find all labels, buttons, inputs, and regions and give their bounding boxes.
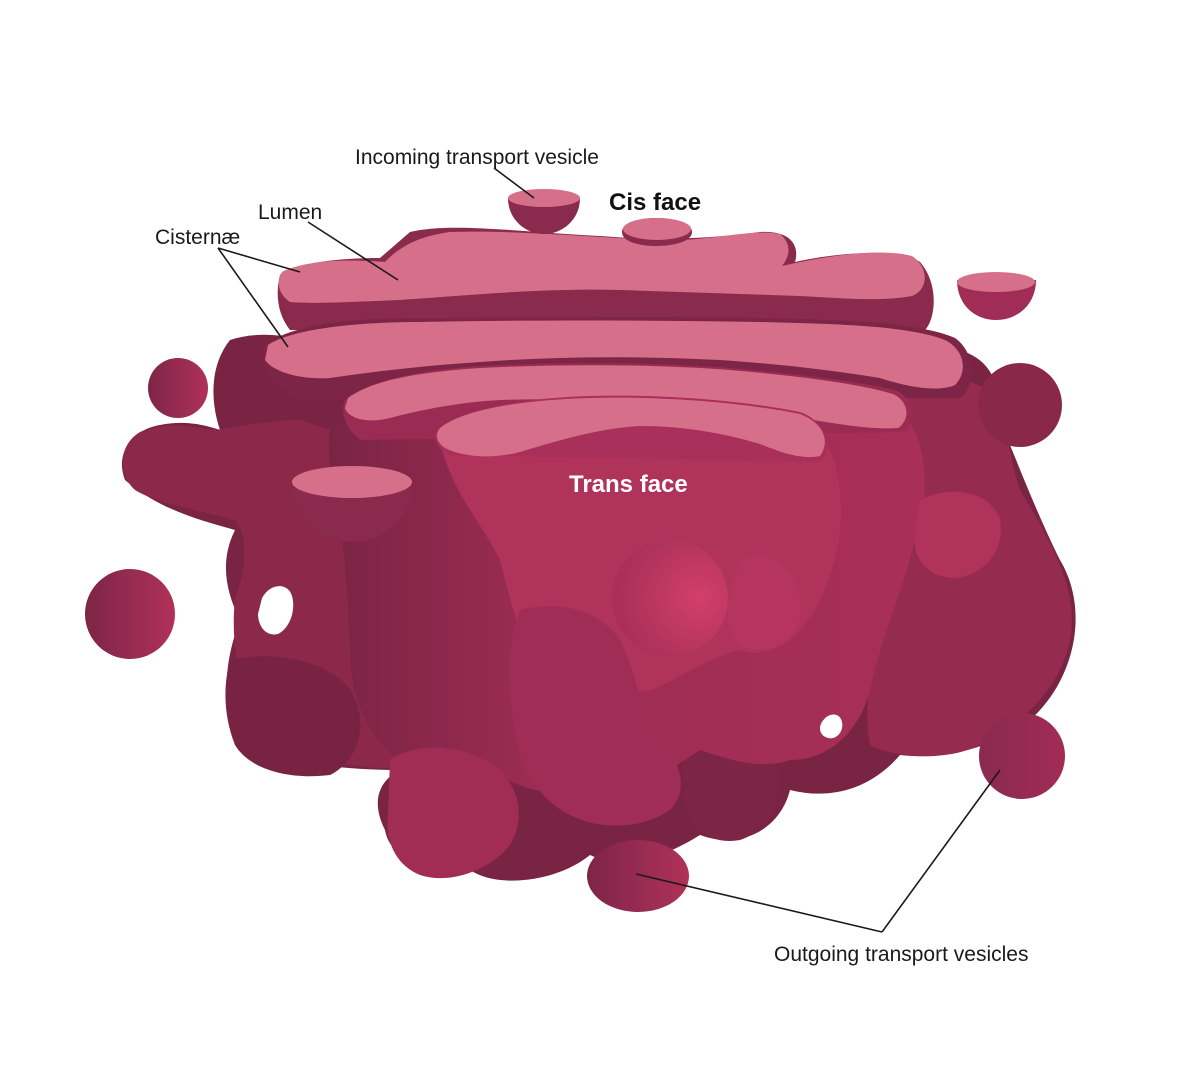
upper-right-vesicle-top <box>957 272 1035 292</box>
label-trans-face: Trans face <box>569 471 688 498</box>
cisterna-1-top <box>278 231 925 303</box>
outgoing-vesicle-right <box>979 713 1065 799</box>
center-right-bulge <box>727 555 801 650</box>
label-incoming-vesicle: Incoming transport vesicle <box>355 146 599 169</box>
labels: Incoming transport vesicle Cis face Lume… <box>155 146 1028 966</box>
left-small-vesicle <box>148 358 208 418</box>
label-cisternae: Cisternæ <box>155 226 240 249</box>
fenestration-left <box>258 586 294 635</box>
label-outgoing-vesicles: Outgoing transport vesicles <box>774 943 1028 966</box>
leader-lines <box>217 167 1001 933</box>
cis-bud-top <box>623 218 691 240</box>
body-lower-left <box>225 656 361 777</box>
leader-cisternae-1 <box>217 247 301 273</box>
right-middle-lobe <box>914 491 1001 578</box>
leader-incoming <box>493 167 535 199</box>
outgoing-vesicle-bottom <box>587 840 689 912</box>
cisterna-2-top <box>265 320 963 389</box>
incoming-vesicle-top <box>508 189 580 207</box>
incoming-vesicle <box>508 198 580 234</box>
right-upper-lobe <box>978 363 1062 447</box>
center-bulge <box>612 540 728 656</box>
leader-outgoing-2 <box>881 769 1001 933</box>
body-front-bottom <box>509 606 681 826</box>
label-lumen: Lumen <box>258 201 322 224</box>
body-lower-mass <box>387 747 519 879</box>
cisternae-stack <box>263 227 972 462</box>
left-cut-vesicle-top <box>292 466 412 498</box>
leader-outgoing-1 <box>635 873 883 933</box>
fenestration-right <box>820 714 843 739</box>
left-cut-vesicle <box>292 482 412 542</box>
label-cis-face: Cis face <box>609 189 701 216</box>
vesicles <box>85 189 1065 912</box>
leader-cisternae-2 <box>217 247 289 348</box>
left-large-vesicle <box>85 569 175 659</box>
leader-lumen <box>307 221 399 281</box>
cisterna-4-top <box>437 397 825 458</box>
